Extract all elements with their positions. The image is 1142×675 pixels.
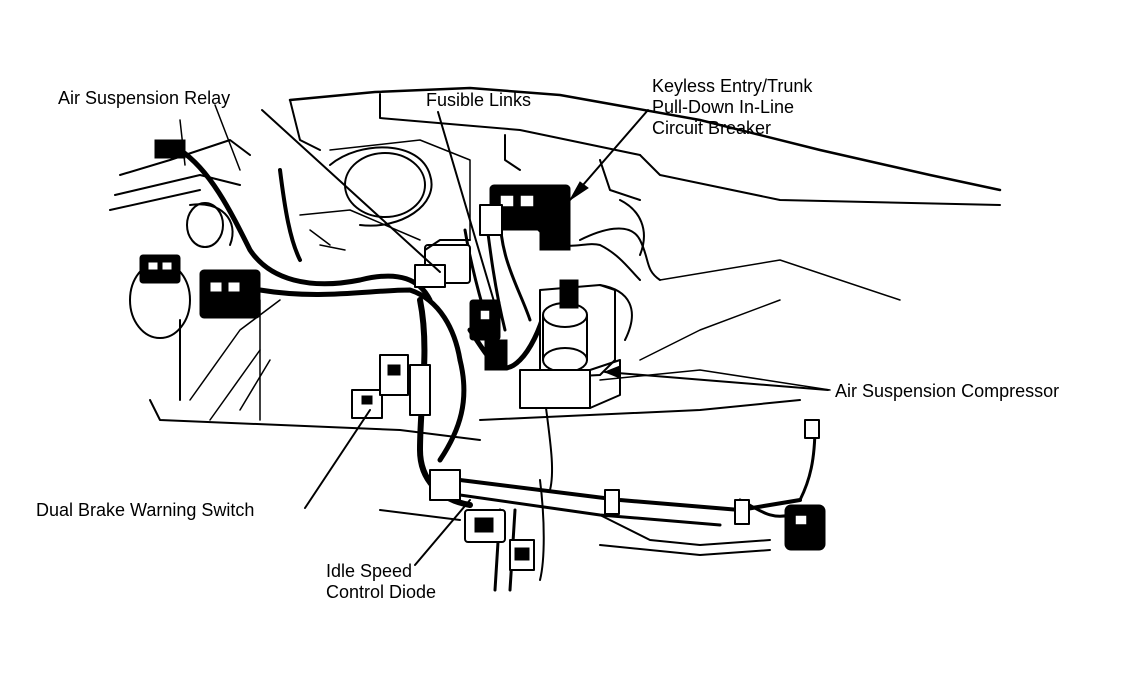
- keyless-entry-line-1: Keyless Entry/Trunk: [652, 76, 813, 96]
- air-suspension-relay-text: Air Suspension Relay: [58, 88, 231, 108]
- air-suspension-relay-label: Air Suspension Relay: [58, 88, 230, 109]
- left-connector-cluster: [139, 139, 261, 319]
- leader-lines: [261, 109, 829, 566]
- idle-speed-line-1: Idle Speed: [326, 561, 413, 581]
- air-suspension-compressor-text: Air Suspension Compressor: [835, 381, 1060, 401]
- fusible-links-label: Fusible Links: [426, 90, 531, 111]
- keyless-entry-line-3: Circuit Breaker: [652, 118, 772, 138]
- dual-brake-warning-switch: [351, 354, 431, 419]
- dual-brake-warning-switch-label: Dual Brake Warning Switch: [36, 500, 254, 521]
- cowl-panel: [288, 86, 1002, 241]
- fusible-links-text: Fusible Links: [426, 90, 532, 110]
- idle-speed-control-diode-label: Idle Speed Control Diode: [326, 561, 436, 603]
- fusible-link-connectors: [469, 299, 508, 371]
- left-inner-fender: [109, 104, 481, 441]
- idle-speed-line-2: Control Diode: [326, 582, 437, 602]
- keyless-entry-line-2: Pull-Down In-Line: [652, 97, 795, 117]
- right-connector: [604, 419, 826, 551]
- idle-speed-control-diode: [429, 469, 535, 571]
- splash-shield: [379, 259, 901, 556]
- air-suspension-relay: [414, 239, 471, 288]
- dual-brake-warning-switch-text: Dual Brake Warning Switch: [36, 500, 255, 520]
- air-suspension-compressor-label: Air Suspension Compressor: [835, 381, 1059, 402]
- air-suspension-compressor: [519, 279, 633, 409]
- keyless-entry-circuit-breaker-label: Keyless Entry/Trunk Pull-Down In-Line Ci…: [652, 76, 812, 139]
- circuit-breaker: [479, 184, 571, 251]
